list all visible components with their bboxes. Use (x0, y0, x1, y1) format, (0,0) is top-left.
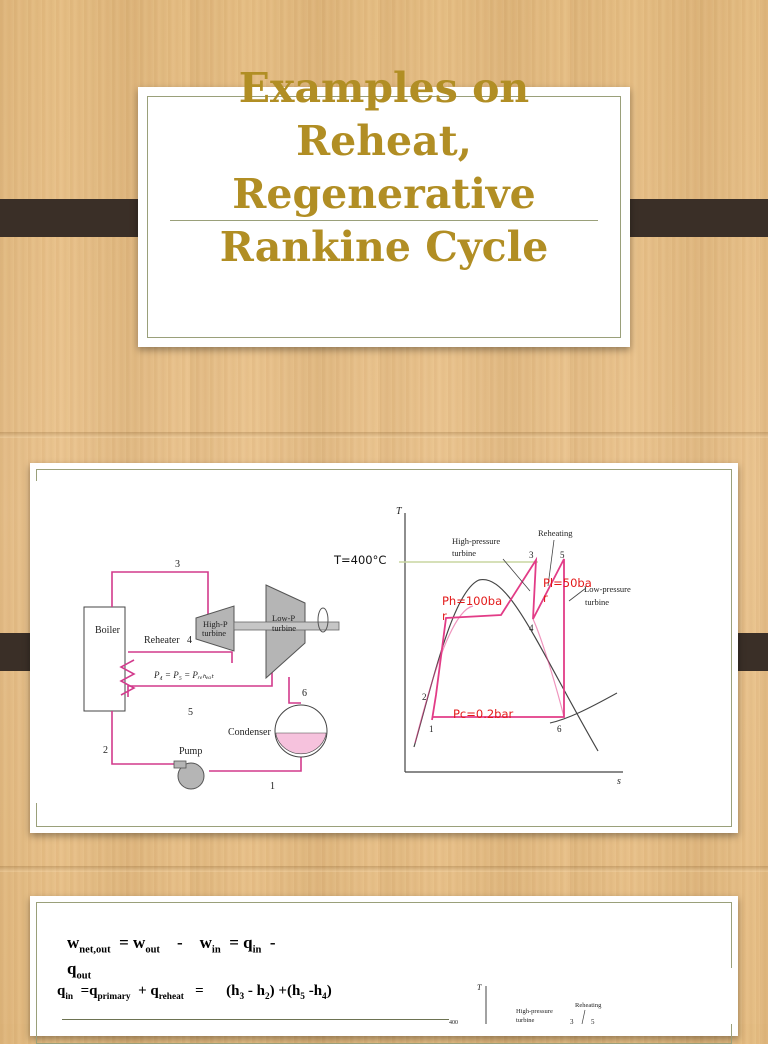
cycle-path (431, 556, 565, 721)
slide-title: Examples on Reheat, Regenerative Rankine… (138, 68, 630, 278)
hp-turbine-label-1: High-P (203, 619, 228, 629)
pipe-4 (128, 651, 233, 663)
hp-turbine (195, 605, 235, 652)
title-line-3: Regenerative (232, 170, 536, 218)
pipe-3 (111, 571, 209, 635)
ts-hp-label-1: High-pressure (452, 536, 500, 546)
pump-label: Pump (179, 746, 202, 757)
mini-ts-diagram: T High-pressure turbine Reheating 3 5 40… (449, 968, 738, 1024)
diagram-image: Boiler Reheater 4 3 5 6 1 2 High-P turbi… (33, 481, 705, 803)
ts-reheating-label: Reheating (538, 528, 573, 538)
left-decor-bar-1 (0, 199, 156, 237)
condensing-curve (549, 692, 618, 724)
title-line-1: Examples on (238, 64, 530, 112)
state-1-label: 1 (270, 781, 275, 792)
pressure-equation: P₄ = P₅ = Pᵣₑₕₑₐₜ (153, 670, 214, 680)
ts-point-4: 4 (529, 623, 534, 633)
reheater-coil (119, 659, 136, 696)
state-5-label: 5 (188, 707, 193, 718)
ts-point-6: 6 (557, 724, 562, 734)
equation-underline (62, 1019, 452, 1020)
right-decor-bar-1 (613, 199, 768, 237)
mini-hp-label-2: turbine (516, 1017, 535, 1024)
pipe-2 (111, 711, 175, 765)
ts-lp-label-2: turbine (585, 597, 609, 607)
mini-t-axis-label: T (477, 983, 482, 992)
annotation-ph-2: r (442, 609, 447, 623)
pipe-6 (288, 677, 301, 704)
boiler-label: Boiler (95, 625, 121, 636)
lp-turbine (265, 584, 306, 680)
ts-t-axis-label: T (396, 506, 403, 517)
ts-point-3: 3 (529, 550, 534, 560)
mini-hp-label-1: High-pressure (516, 1008, 553, 1015)
ts-point-5: 5 (560, 550, 565, 560)
title-slide-frame (147, 96, 621, 338)
ts-hp-label-2: turbine (452, 548, 476, 558)
ts-s-axis-label: s (617, 776, 621, 787)
annotation-pl-2: r (543, 591, 548, 605)
pump (177, 762, 205, 790)
ts-lp-label-1: Low-pressure (584, 584, 631, 594)
equation-qout: qout (67, 959, 92, 982)
lp-leader (568, 587, 587, 602)
state-2-label: 2 (103, 745, 108, 756)
shaft (233, 621, 340, 631)
mini-cut-label: 400 (449, 1020, 458, 1024)
title-line-2: Reheat, (296, 117, 472, 165)
cycle-shadow (414, 605, 565, 744)
slide-separator-2 (0, 866, 768, 872)
ts-point-1: 1 (429, 724, 434, 734)
equation-heat: qin =qprimary + qreheat = (h3 - h2) +(h5… (57, 983, 332, 1002)
mini-point-3: 3 (570, 1018, 574, 1024)
state-3-label: 3 (175, 559, 180, 570)
shaft-rotation-icon (317, 607, 329, 633)
ts-point-2: 2 (422, 692, 427, 702)
equation-work: wnet,out = wout - win = qin - (67, 933, 276, 956)
lp-turbine-label-2: turbine (272, 623, 296, 633)
mini-reheating-label: Reheating (575, 1002, 602, 1009)
mini-point-5: 5 (591, 1018, 595, 1024)
title-line-4: Rankine Cycle (219, 223, 549, 271)
condenser-label: Condenser (228, 727, 271, 738)
annotation-t400: T=400°C (333, 553, 386, 567)
hp-leader (502, 558, 531, 592)
annotation-ph-1: Ph=100ba (442, 594, 502, 608)
pump-outlet (173, 760, 187, 769)
slide-separator-1 (0, 432, 768, 438)
annotation-pl-1: Pl=50ba (543, 576, 592, 590)
title-slide (138, 87, 630, 347)
state-6-label: 6 (302, 688, 307, 699)
condenser-liquid (275, 732, 327, 755)
state-4-label: 4 (187, 635, 192, 646)
annotation-pc: Pc=0.2bar (453, 707, 514, 721)
reheat-leader (547, 539, 555, 587)
boiler-box (83, 606, 126, 712)
lp-turbine-label-1: Low-P (272, 613, 295, 623)
title-divider (170, 220, 598, 221)
hp-turbine-label-2: turbine (202, 628, 226, 638)
reheater-label: Reheater (144, 635, 180, 646)
